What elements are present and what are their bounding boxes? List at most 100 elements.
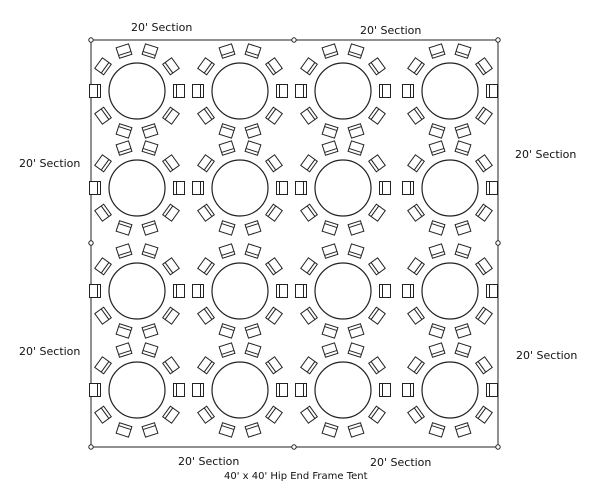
chair xyxy=(300,356,318,375)
table-group xyxy=(89,243,185,339)
chair xyxy=(94,356,112,375)
chair xyxy=(173,84,185,98)
table-group xyxy=(295,342,391,438)
chair xyxy=(244,43,262,59)
tent-outline xyxy=(88,37,501,450)
chair xyxy=(368,257,386,276)
chair xyxy=(428,422,446,438)
chair xyxy=(454,123,472,139)
chair xyxy=(265,154,283,173)
chair xyxy=(347,342,365,358)
chair xyxy=(115,220,133,236)
chair xyxy=(475,356,493,375)
chair xyxy=(197,306,215,325)
chair xyxy=(300,57,318,76)
chair xyxy=(321,323,339,339)
round-table xyxy=(108,361,166,419)
chair xyxy=(192,181,204,195)
table-grid xyxy=(89,43,498,438)
chair xyxy=(197,356,215,375)
chair xyxy=(244,323,262,339)
table-group xyxy=(402,140,498,236)
table-group xyxy=(192,140,288,236)
chair xyxy=(407,405,425,424)
chair xyxy=(197,106,215,125)
chair xyxy=(276,181,288,195)
table-group xyxy=(89,140,185,236)
chair xyxy=(368,106,386,125)
chair xyxy=(276,84,288,98)
chair xyxy=(265,405,283,424)
round-table xyxy=(314,159,372,217)
chair xyxy=(454,422,472,438)
left-top-section-label: 20' Section xyxy=(19,157,81,170)
round-table xyxy=(314,62,372,120)
chair xyxy=(218,140,236,156)
chair xyxy=(295,284,307,298)
chair xyxy=(407,57,425,76)
table-group xyxy=(192,43,288,139)
chair xyxy=(265,203,283,222)
chair xyxy=(162,257,180,276)
chair xyxy=(192,383,204,397)
chair xyxy=(162,356,180,375)
chair xyxy=(379,383,391,397)
tent-pole xyxy=(495,444,501,450)
chair xyxy=(265,106,283,125)
chair xyxy=(218,43,236,59)
table-group xyxy=(89,43,185,139)
chair xyxy=(300,306,318,325)
round-table xyxy=(314,262,372,320)
chair xyxy=(197,203,215,222)
chair xyxy=(407,154,425,173)
chair xyxy=(162,203,180,222)
top-right-section-label: 20' Section xyxy=(360,24,422,37)
round-table xyxy=(108,62,166,120)
chair xyxy=(475,57,493,76)
chair xyxy=(475,306,493,325)
chair xyxy=(218,323,236,339)
chair xyxy=(173,284,185,298)
top-left-section-label: 20' Section xyxy=(131,21,193,34)
chair xyxy=(94,57,112,76)
chair xyxy=(454,140,472,156)
chair xyxy=(321,123,339,139)
chair xyxy=(162,57,180,76)
chair xyxy=(402,181,414,195)
chair xyxy=(265,356,283,375)
chair xyxy=(192,84,204,98)
chair xyxy=(89,181,101,195)
table-group xyxy=(295,43,391,139)
chair xyxy=(347,243,365,259)
chair xyxy=(197,257,215,276)
bottom-left-section-label: 20' Section xyxy=(178,455,240,468)
chair xyxy=(162,306,180,325)
chair xyxy=(244,220,262,236)
chair xyxy=(402,284,414,298)
chair xyxy=(321,220,339,236)
round-table xyxy=(211,361,269,419)
chair xyxy=(141,220,159,236)
tent-pole xyxy=(291,444,297,450)
chair xyxy=(89,84,101,98)
round-table xyxy=(211,159,269,217)
round-table xyxy=(211,62,269,120)
chair xyxy=(379,284,391,298)
chair xyxy=(428,243,446,259)
chair xyxy=(402,84,414,98)
chair xyxy=(115,243,133,259)
chair xyxy=(454,243,472,259)
table-group xyxy=(402,342,498,438)
chair xyxy=(428,323,446,339)
chair xyxy=(276,284,288,298)
chair xyxy=(115,123,133,139)
right-top-section-label: 20' Section xyxy=(515,148,577,161)
chair xyxy=(141,140,159,156)
chair xyxy=(173,383,185,397)
table-group xyxy=(295,140,391,236)
chair xyxy=(197,57,215,76)
chair xyxy=(115,43,133,59)
chair xyxy=(402,383,414,397)
tent-pole xyxy=(88,37,94,43)
chair xyxy=(162,154,180,173)
